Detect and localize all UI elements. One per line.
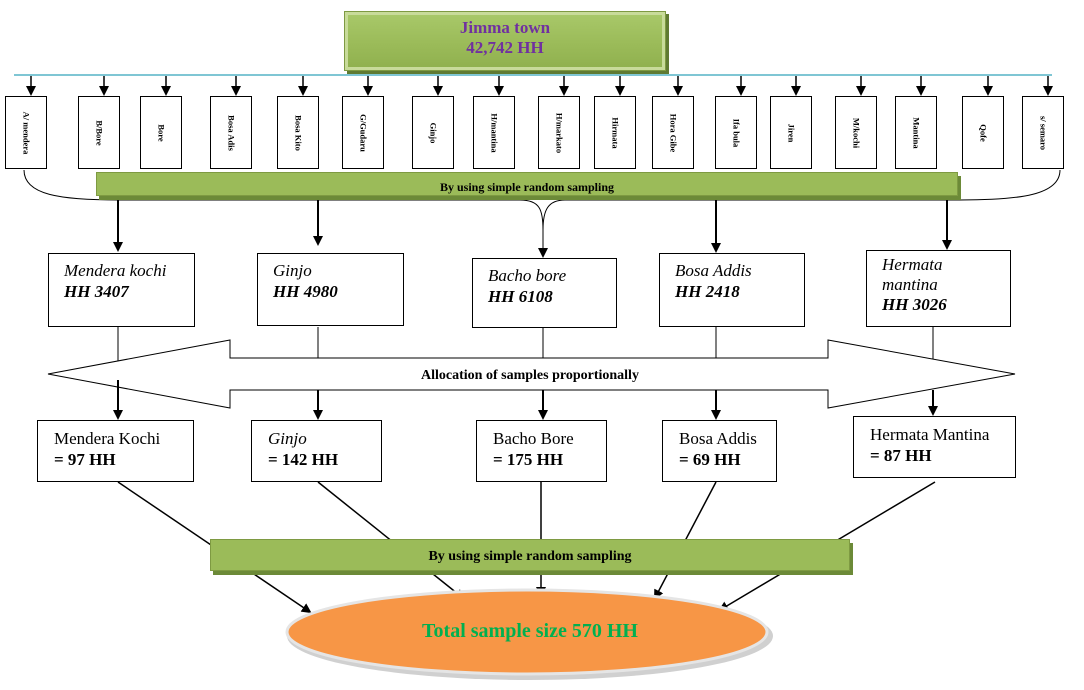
total-sample-label: Total sample size 570 HH — [422, 620, 638, 642]
kebele-label: Bosa Adis — [226, 114, 237, 151]
kebele-label: s/ semaro — [1038, 115, 1049, 150]
brace-left-curve — [23, 169, 544, 231]
kebele-label: A/ mendera — [21, 111, 32, 154]
sample-hh: = 142 HH — [268, 450, 339, 469]
kebele-box: Ifa bula — [715, 96, 757, 169]
district-hh: HH 2418 — [675, 282, 740, 301]
district-box-ginjo: Ginjo HH 4980 — [257, 253, 404, 326]
sample-hh: = 97 HH — [54, 450, 116, 469]
kebele-box: Bore — [140, 96, 182, 169]
kebele-label: B/Bore — [94, 119, 105, 146]
kebele-label: Hirmata — [610, 116, 621, 149]
sample-name: Bacho Bore — [493, 429, 574, 448]
kebele-label: H/markato — [554, 112, 565, 153]
district-hh: HH 3407 — [64, 282, 129, 301]
kebele-label: Jiren — [786, 123, 797, 142]
district-hh: HH 4980 — [273, 282, 338, 301]
district-name: Ginjo — [273, 261, 312, 280]
sample-hh: = 69 HH — [679, 450, 741, 469]
kebele-box: M/kochi — [835, 96, 877, 169]
kebele-label: Qofe — [978, 123, 989, 142]
district-box-hermata-mantina: Hermata mantina HH 3026 — [866, 250, 1011, 327]
total-ellipse — [285, 588, 769, 676]
town-households: 42,742 HH — [466, 38, 544, 57]
sample-box-ginjo: Ginjo = 142 HH — [251, 420, 382, 482]
sample-hh: = 87 HH — [870, 446, 932, 465]
kebele-box: H/mantina — [473, 96, 515, 169]
sample-name: Hermata Mantina — [870, 425, 990, 444]
sample-box-hermata-mantina: Hermata Mantina = 87 HH — [853, 416, 1016, 478]
kebele-label: Bosa Kito — [293, 114, 304, 151]
sample-name: Bosa Addis — [679, 429, 757, 448]
kebele-arrows — [26, 76, 1053, 96]
district-name: Hermata mantina — [882, 255, 943, 294]
kebele-box: H/markato — [538, 96, 580, 169]
district-name: Bacho bore — [488, 266, 567, 285]
kebele-box: Hora Gibe — [652, 96, 694, 169]
kebele-box: Mantina — [895, 96, 937, 169]
district-box-mendera-kochi: Mendera kochi HH 3407 — [48, 253, 195, 327]
kebele-box: Bosa Kito — [277, 96, 319, 169]
sample-hh: = 175 HH — [493, 450, 564, 469]
sample-name: Ginjo — [268, 429, 307, 448]
kebele-label: G/Gudaru — [358, 113, 369, 152]
district-hh: HH 6108 — [488, 287, 553, 306]
district-box-bacho-bore: Bacho bore HH 6108 — [472, 258, 617, 328]
kebele-box: G/Gudaru — [342, 96, 384, 169]
kebele-box: Hirmata — [594, 96, 636, 169]
kebele-box: Jiren — [770, 96, 812, 169]
kebele-label: Ginjo — [428, 122, 439, 143]
district-name: Bosa Addis — [675, 261, 752, 280]
sample-box-mendera-kochi: Mendera Kochi = 97 HH — [37, 420, 194, 482]
district-box-bosa-addis: Bosa Addis HH 2418 — [659, 253, 805, 327]
jimma-town-box: Jimma town 42,742 HH — [344, 11, 666, 71]
allocation-double-arrow — [47, 339, 1016, 409]
sample-name: Mendera Kochi — [54, 429, 161, 448]
kebele-box: s/ semaro — [1022, 96, 1064, 169]
step1-sampling-label: By using simple random sampling — [439, 180, 615, 194]
district-name: Mendera kochi — [64, 261, 167, 280]
kebele-label: H/mantina — [489, 112, 500, 153]
kebele-box: Bosa Adis — [210, 96, 252, 169]
kebele-box: A/ mendera — [5, 96, 47, 169]
kebele-label: Mantina — [911, 116, 922, 149]
kebele-box: Ginjo — [412, 96, 454, 169]
step1-sampling-bar: By using simple random sampling — [96, 172, 958, 196]
step2-sampling-bar: By using simple random sampling — [210, 539, 850, 571]
sample-box-bosa-addis: Bosa Addis = 69 HH — [662, 420, 777, 482]
kebele-label: Hora Gibe — [668, 113, 679, 152]
brace-right-curve — [542, 169, 1061, 231]
kebele-label: Bore — [156, 123, 167, 142]
kebele-box: Qofe — [962, 96, 1004, 169]
step2-sampling-label: By using simple random sampling — [428, 549, 632, 564]
town-title: Jimma town — [459, 18, 551, 37]
sample-box-bacho-bore: Bacho Bore = 175 HH — [476, 420, 607, 482]
district-hh: HH 3026 — [882, 295, 947, 314]
allocation-label: Allocation of samples proportionally — [421, 368, 639, 383]
kebele-label: M/kochi — [851, 117, 862, 148]
kebele-box: B/Bore — [78, 96, 120, 169]
kebele-label: Ifa bula — [731, 118, 742, 147]
